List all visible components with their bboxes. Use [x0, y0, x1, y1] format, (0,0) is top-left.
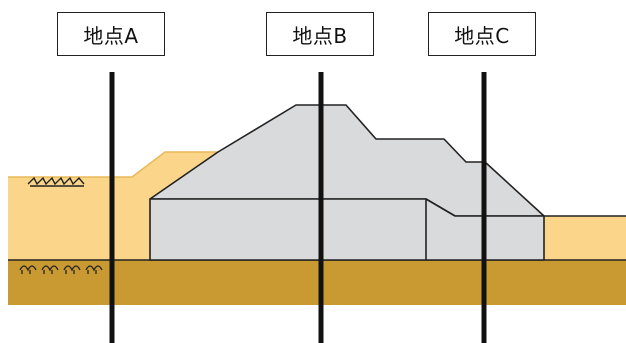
sand-layer-right — [544, 216, 626, 260]
sand-layer-outline — [8, 151, 218, 178]
soil-symbol-icon — [19, 265, 103, 274]
base-soil-layer — [8, 260, 626, 305]
point-a-label: 地点A — [57, 12, 165, 56]
point-b-label: 地点B — [266, 12, 374, 56]
grass-hatch-icon — [27, 176, 85, 187]
point-c-label: 地点C — [428, 12, 536, 56]
